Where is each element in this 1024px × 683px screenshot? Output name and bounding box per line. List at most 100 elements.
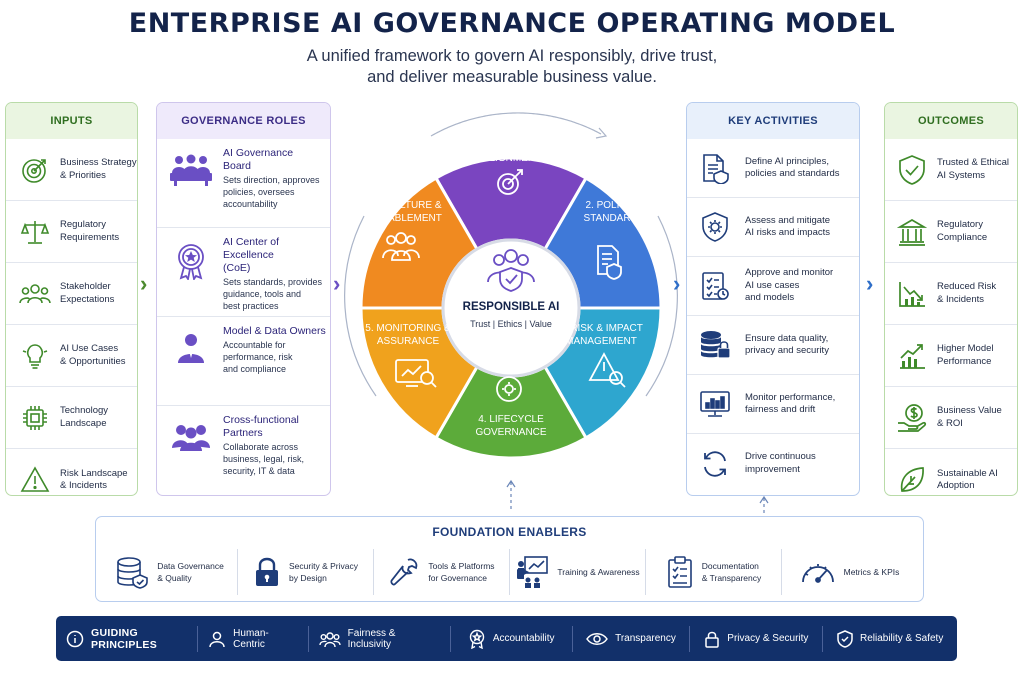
segment-label-line2: ALIGNMENT [483,153,541,164]
foundation-line1: Data Governance [157,561,224,571]
input-item-line2: Landscape [60,417,107,429]
document-shield-icon [699,152,731,184]
role-desc-line1: Sets direction, approves [223,175,320,185]
input-item-line1: Regulatory [60,219,106,230]
monitor-chart-icon [699,389,731,419]
chart-down-icon [895,279,929,309]
team-icon [169,420,213,452]
activity-line1: Ensure data quality, [745,332,829,344]
role-name-line2: Board [223,160,252,172]
roles-heading: GOVERNANCE ROLES [157,103,330,139]
checklist-icon [699,270,731,302]
role-desc-line3: security, IT & data [223,466,295,476]
principle-item: Fairness & Inclusivity [309,625,451,652]
foundation-item: Training & Awareness [510,549,646,595]
activity-line1: Approve and monitor [745,267,834,279]
inputs-panel: INPUTS Business Strategy& Priorities Reg… [5,102,138,496]
foundation-item: Metrics & KPIs [782,549,917,595]
segment-policy-standards-label: 2. POLICY &STANDARDS [584,200,645,224]
presenter-icon [515,555,549,589]
segment-label-line2: STANDARDS [584,213,645,224]
board-icon [169,153,213,187]
page-title: ENTERPRISE AI GOVERNANCE OPERATING MODEL [128,8,896,39]
activity-line2: privacy and security [745,345,829,356]
gauge-icon [800,558,836,586]
activity-line1: Monitor performance, [745,391,836,403]
connector-arrow [759,495,769,504]
role-name-line2: (CoE) [223,262,251,274]
role-desc-line2: policies, oversees [223,187,295,197]
role-name: AI Center of Excellence(CoE) [223,236,326,275]
cycle-arc-right [645,215,678,397]
input-item-line1: AI Use Cases [60,343,119,354]
center-title: RESPONSIBLE AI [463,301,560,313]
segment-label-line2: MANAGEMENT [565,336,637,347]
segment-label-line1: 1. STRATEGY [480,140,545,151]
input-item-line2: Requirements [60,231,120,243]
people-icon [18,279,52,309]
document-shield-icon [597,245,622,280]
foundation-item: Security & Privacy by Design [238,549,374,595]
outcome-line1: Reduced Risk [937,281,997,292]
info-shield-icon [66,630,84,648]
person-icon [169,331,213,365]
input-item-line2: & Opportunities [60,355,126,367]
lock-icon [704,630,720,648]
role-desc-line3: accountability [223,199,278,209]
segment-label-line2: ASSURANCE [377,336,440,347]
building-icon [895,217,929,247]
input-item-line1: Business Strategy [60,157,137,168]
group-icon [318,630,341,648]
subtitle-line-1: A unified framework to govern AI respons… [306,47,718,65]
segment-label-line1: 4. LIFECYCLE [478,414,544,425]
principles-heading: GUIDING PRINCIPLES [91,626,158,651]
padlock-icon [253,556,281,588]
foundation-line1: Security & Privacy [289,561,358,571]
foundation-item: Documentation& Transparency [646,549,782,595]
principle-label: Fairness & Inclusivity [347,627,396,650]
guiding-principles-bar: GUIDING PRINCIPLES Human-Centric Fairnes… [56,616,957,661]
database-lock-icon [699,329,731,361]
refresh-icon [699,449,731,479]
principle-item: Human-Centric [198,625,309,652]
outcome-line2: Compliance [937,231,988,243]
role-desc-line1: Collaborate across [223,442,299,452]
subtitle-line-2: and deliver measurable business value. [367,68,657,86]
input-item-line1: Technology [60,405,109,416]
activity-line2: AI use cases [745,279,800,291]
foundation-line2: & Quality [157,573,192,583]
clipboard-icon [666,555,694,589]
target-arrow-icon [497,169,523,195]
chevron-right-icon: › [140,271,148,296]
center-people-icon [487,249,535,292]
outcome-line2: & Incidents [937,293,984,305]
role-name-line1: AI Center of Excellence [223,236,280,261]
foundation-line2: for Governance [428,573,488,583]
chart-up-icon [895,341,929,371]
activities-heading: KEY ACTIVITIES [687,103,859,139]
foundation-line2: by Design [289,573,327,583]
activity-line2: fairness and drift [745,404,816,415]
outcome-item: Reduced Risk& Incidents [885,263,1017,325]
shield-gear-icon [699,211,731,243]
role-name: Model & Data Owners [223,325,326,338]
user-icon [208,630,226,648]
center-hub [451,248,571,368]
activity-line2: improvement [745,463,800,475]
activity-item: Monitor performance,fairness and drift [687,375,859,434]
leaf-icon [895,465,929,495]
input-item-line2: & Priorities [60,169,106,181]
chip-icon [18,403,52,433]
